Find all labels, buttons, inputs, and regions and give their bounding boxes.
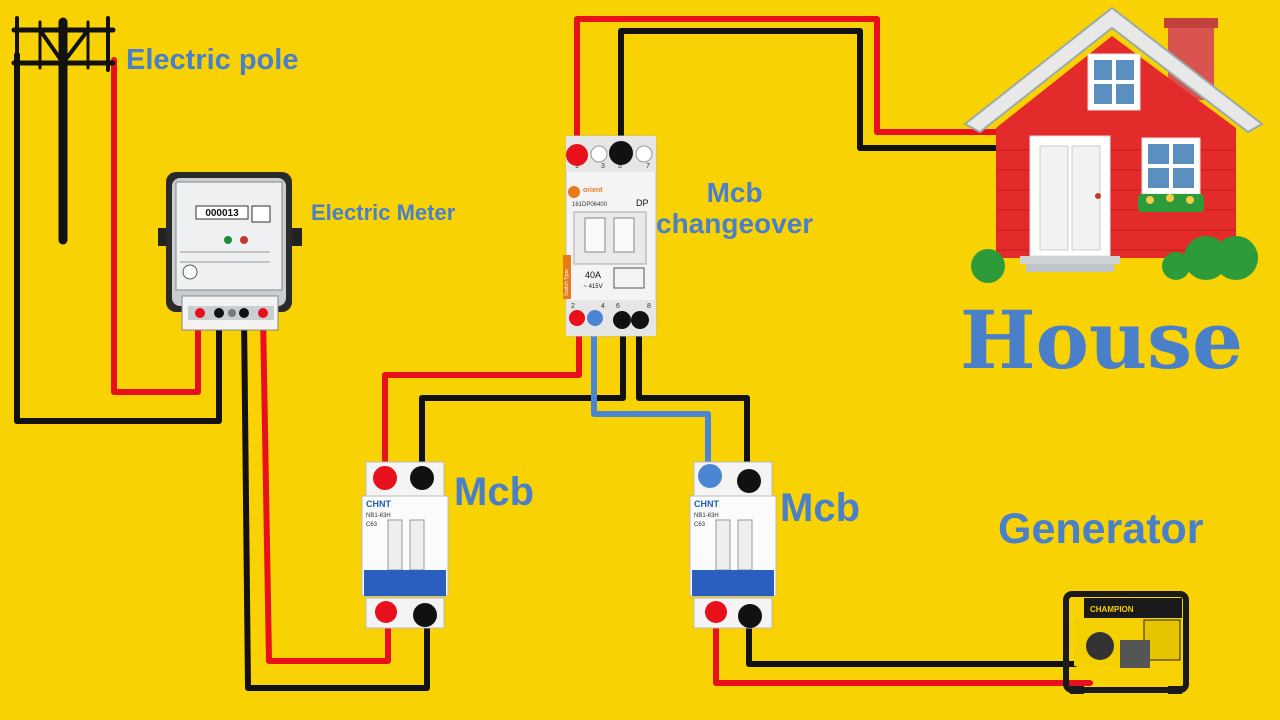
generator-to-mcb2-neutral-wire bbox=[746, 615, 1078, 667]
changeover-to-house-neutral-wire bbox=[618, 28, 998, 155]
electric-meter-label: Electric Meter bbox=[311, 200, 456, 225]
changeover-pole: DP bbox=[636, 198, 649, 208]
mcb-right-rating: C63 bbox=[694, 522, 706, 528]
changeover-terminal-4: 4 bbox=[601, 303, 605, 310]
electric-meter: 000013 bbox=[158, 172, 302, 331]
mcb-left-label: Mcb bbox=[454, 470, 534, 514]
mcb1-to-changeover-phase-wire bbox=[382, 313, 582, 479]
generator-brand: CHAMPION bbox=[1090, 605, 1134, 614]
mcb-left-brand: CHNT bbox=[366, 499, 391, 509]
generator-label: Generator bbox=[998, 505, 1204, 553]
changeover-terminal-3: 3 bbox=[601, 163, 605, 170]
mcb-left-rating: C63 bbox=[366, 522, 378, 528]
changeover-terminal-5: 5 bbox=[618, 163, 622, 170]
house-illustration bbox=[963, 6, 1264, 283]
changeover-terminal-7: 7 bbox=[646, 163, 650, 170]
changeover-side-text: Switch Type bbox=[564, 269, 570, 296]
changeover-voltage: ~ 415V bbox=[583, 284, 602, 290]
mcb-right-model: NB1-63H bbox=[694, 513, 719, 519]
electric-pole-label: Electric pole bbox=[126, 44, 299, 76]
changeover-terminal-8: 8 bbox=[647, 303, 651, 310]
house-label: House bbox=[960, 293, 1244, 387]
mcb-left-model: NB1-63H bbox=[366, 513, 391, 519]
meter-reading: 000013 bbox=[205, 208, 239, 219]
changeover-terminal-2: 2 bbox=[571, 303, 575, 310]
mcb-changeover-label-line2: changeover bbox=[656, 207, 814, 239]
changeover-terminal-6: 6 bbox=[616, 303, 620, 310]
wires bbox=[14, 16, 1093, 691]
changeover-to-house-phase-wire bbox=[574, 16, 998, 155]
generator-illustration: CHAMPION bbox=[1063, 591, 1189, 694]
mcb2-to-changeover-neutral-wire bbox=[636, 317, 750, 483]
electric-pole bbox=[11, 16, 116, 245]
mcb-right-brand: CHNT bbox=[694, 499, 719, 509]
pole-to-meter-neutral-wire bbox=[14, 52, 222, 424]
changeover-model: 161DP06400 bbox=[572, 202, 608, 208]
changeover-terminal-1: 1 bbox=[575, 163, 579, 170]
changeover-rating: 40A bbox=[585, 270, 601, 280]
mcb-right: CHNT NB1-63H C63 bbox=[689, 461, 777, 629]
mcb-right-label: Mcb bbox=[780, 486, 860, 530]
meter-to-mcb1-neutral-wire bbox=[241, 312, 430, 691]
mcb-changeover-label-line1: Mcb bbox=[706, 177, 763, 208]
generator-to-mcb2-phase-wire bbox=[713, 609, 1093, 686]
pole-to-meter-phase-wire bbox=[111, 57, 201, 395]
mcb-changeover: 1 3 5 7 orient 161DP06400 DP Switch Type… bbox=[563, 135, 657, 337]
changeover-brand: orient bbox=[583, 187, 603, 194]
mcb-changeover-label: Mcb changeover bbox=[656, 177, 814, 240]
mcb2-to-changeover-blue-wire bbox=[591, 317, 711, 479]
mcb-left: CHNT NB1-63H C63 bbox=[361, 461, 449, 629]
meter-to-mcb1-phase-wire bbox=[260, 312, 391, 664]
mcb1-to-changeover-neutral-wire bbox=[419, 317, 626, 481]
